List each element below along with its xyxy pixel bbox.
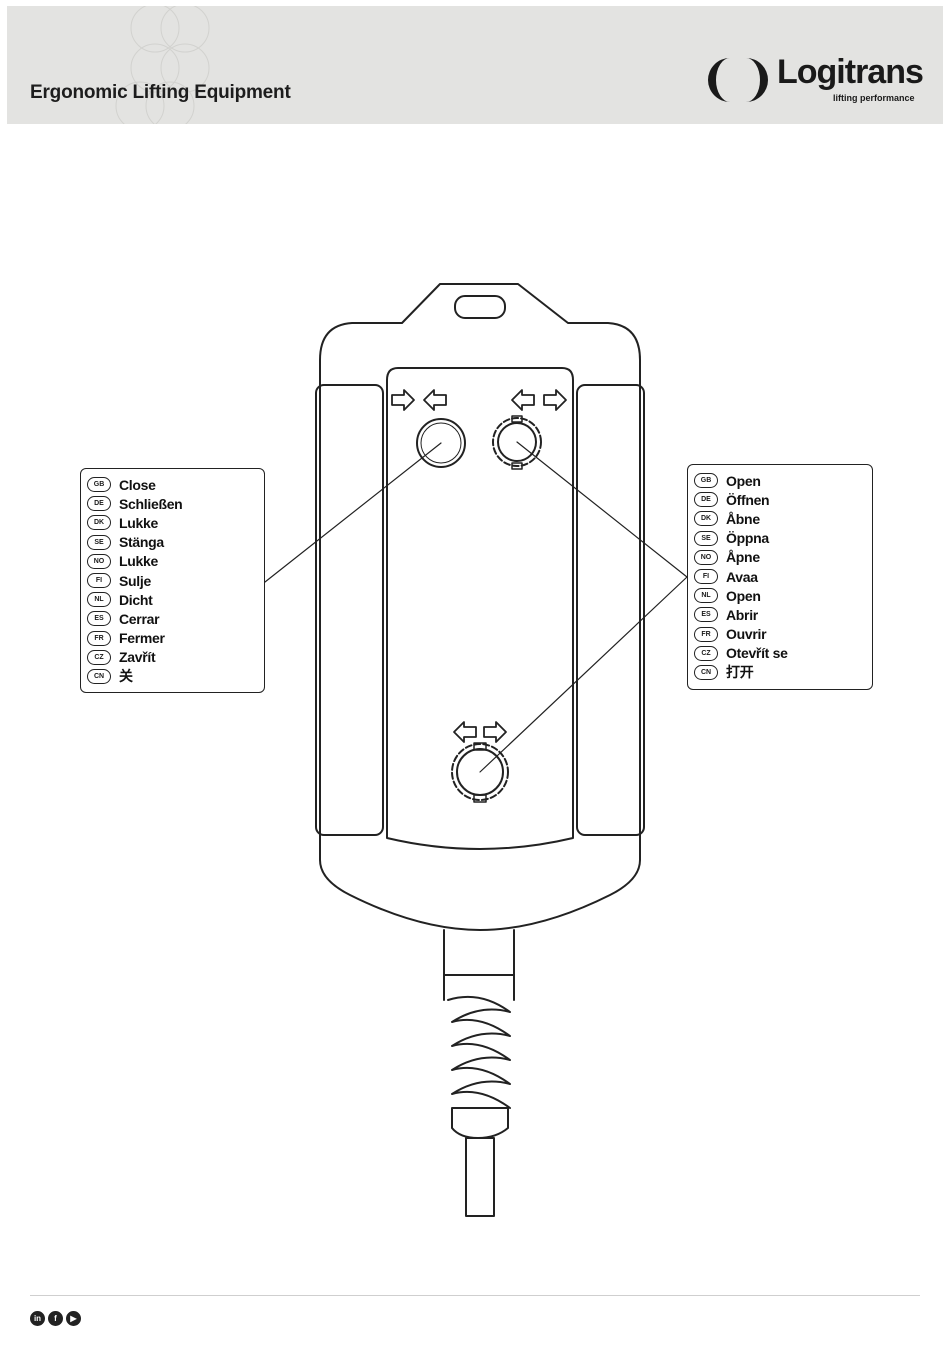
legend-label: Abrir xyxy=(726,607,758,623)
cable-strain-relief xyxy=(444,930,514,1216)
legend-label: 关 xyxy=(119,666,133,686)
legend-item: FI Avaa xyxy=(694,567,866,586)
legend-item: FR Ouvrir xyxy=(694,625,866,644)
legend-item: NL Dicht xyxy=(87,590,258,609)
youtube-icon[interactable]: ▶ xyxy=(66,1311,81,1326)
legend-label: Sulje xyxy=(119,573,151,589)
language-code-badge: DK xyxy=(694,511,718,526)
legend-item: ES Cerrar xyxy=(87,609,258,628)
arrow-symbols xyxy=(392,390,566,742)
language-code-badge: GB xyxy=(694,473,718,488)
legend-item: DE Öffnen xyxy=(694,490,866,509)
leader-lines xyxy=(265,442,687,772)
legend-item: SE Öppna xyxy=(694,529,866,548)
language-code-badge: GB xyxy=(87,477,111,492)
linkedin-icon[interactable]: in xyxy=(30,1311,45,1326)
legend-item: FR Fermer xyxy=(87,629,258,648)
legend-label: Open xyxy=(726,588,761,604)
legend-label: Dicht xyxy=(119,592,153,608)
legend-item: CZ Zavřít xyxy=(87,648,258,667)
legend-item: NL Open xyxy=(694,586,866,605)
language-code-badge: FI xyxy=(694,569,718,584)
language-code-badge: CZ xyxy=(694,646,718,661)
facebook-icon[interactable]: f xyxy=(48,1311,63,1326)
legend-item: NO Åpne xyxy=(694,548,866,567)
social-links: in f ▶ xyxy=(30,1311,81,1326)
legend-item: FI Sulje xyxy=(87,571,258,590)
language-code-badge: NL xyxy=(87,592,111,607)
legend-close: GB Close DE Schließen DK Lukke SE Stänga NO L… xyxy=(80,468,265,693)
language-code-badge: DE xyxy=(87,496,111,511)
language-code-badge: ES xyxy=(87,611,111,626)
legend-item: CZ Otevřít se xyxy=(694,644,866,663)
language-code-badge: FR xyxy=(694,627,718,642)
legend-item: DE Schließen xyxy=(87,494,258,513)
legend-label: Close xyxy=(119,477,156,493)
legend-open: GB Open DE Öffnen DK Åbne SE Öppna NO Åpne FI… xyxy=(687,464,873,690)
legend-label: Lukke xyxy=(119,515,158,531)
language-code-badge: CZ xyxy=(87,650,111,665)
legend-label: Öppna xyxy=(726,530,769,546)
legend-item: DK Åbne xyxy=(694,509,866,528)
legend-item: GB Close xyxy=(87,475,258,494)
legend-label: Schließen xyxy=(119,496,182,512)
right-grip xyxy=(577,385,644,835)
hanging-slot xyxy=(455,296,505,318)
legend-label: Lukke xyxy=(119,553,158,569)
language-code-badge: FR xyxy=(87,631,111,646)
language-code-badge: CN xyxy=(87,669,111,684)
legend-item: SE Stänga xyxy=(87,533,258,552)
legend-item: NO Lukke xyxy=(87,552,258,571)
legend-label: Ouvrir xyxy=(726,626,766,642)
legend-label: 打开 xyxy=(726,662,753,682)
legend-item: CN 打开 xyxy=(694,663,866,682)
language-code-badge: CN xyxy=(694,665,718,680)
language-code-badge: NO xyxy=(87,554,111,569)
language-code-badge: SE xyxy=(694,531,718,546)
legend-label: Fermer xyxy=(119,630,165,646)
legend-item: ES Abrir xyxy=(694,605,866,624)
language-code-badge: ES xyxy=(694,607,718,622)
legend-item: CN 关 xyxy=(87,667,258,686)
language-code-badge: FI xyxy=(87,573,111,588)
language-code-badge: DK xyxy=(87,515,111,530)
legend-label: Åpne xyxy=(726,549,760,565)
legend-label: Zavřít xyxy=(119,649,155,665)
legend-label: Avaa xyxy=(726,569,758,585)
legend-label: Otevřít se xyxy=(726,645,788,661)
legend-item: DK Lukke xyxy=(87,513,258,532)
language-code-badge: NO xyxy=(694,550,718,565)
legend-label: Cerrar xyxy=(119,611,159,627)
face-plate xyxy=(387,368,573,849)
language-code-badge: NL xyxy=(694,588,718,603)
legend-label: Stänga xyxy=(119,534,164,550)
legend-label: Åbne xyxy=(726,511,760,527)
legend-label: Öffnen xyxy=(726,492,769,508)
legend-label: Open xyxy=(726,473,761,489)
language-code-badge: DE xyxy=(694,492,718,507)
remote-body-outline xyxy=(320,284,640,930)
footer-divider xyxy=(30,1295,920,1296)
language-code-badge: SE xyxy=(87,535,111,550)
left-grip xyxy=(316,385,383,835)
legend-item: GB Open xyxy=(694,471,866,490)
